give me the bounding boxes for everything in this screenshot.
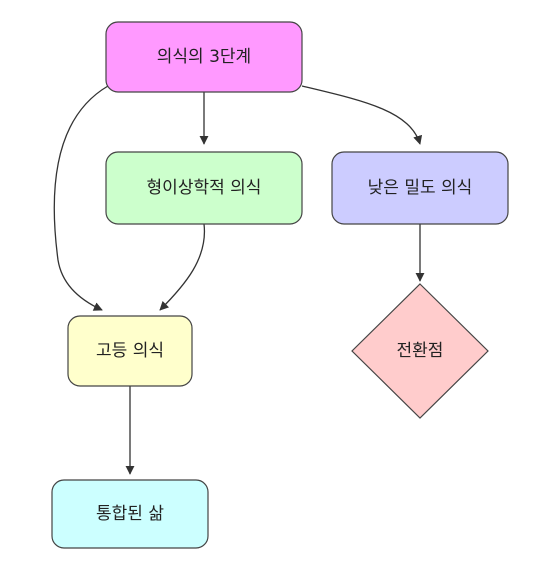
edge-root-to-higher xyxy=(53,85,109,311)
edge-metaphysical-to-higher xyxy=(159,223,206,311)
node-integrated-label: 통합된 삶 xyxy=(96,504,164,524)
node-higher-label: 고등 의식 xyxy=(96,341,164,361)
node-root-label: 의식의 3단계 xyxy=(157,47,251,67)
node-integrated-shape xyxy=(51,479,209,549)
node-integrated[interactable]: 통합된 삶 xyxy=(51,479,209,549)
node-lowdensity-shape xyxy=(331,151,509,225)
node-metaphysical-shape xyxy=(105,151,303,225)
edge-root-to-lowdensity xyxy=(301,85,423,145)
node-higher-shape xyxy=(67,315,193,387)
node-lowdensity[interactable]: 낮은 밀도 의식 xyxy=(331,151,509,225)
node-higher[interactable]: 고등 의식 xyxy=(67,315,193,387)
node-root[interactable]: 의식의 3단계 xyxy=(105,21,303,93)
node-turning-shape xyxy=(351,283,489,419)
node-metaphysical[interactable]: 형이상학적 의식 xyxy=(105,151,303,225)
node-turning[interactable]: 전환점 xyxy=(351,283,489,419)
node-root-shape xyxy=(105,21,303,93)
node-turning-label: 전환점 xyxy=(397,341,444,361)
edges xyxy=(53,85,425,475)
node-metaphysical-label: 형이상학적 의식 xyxy=(147,178,262,198)
node-lowdensity-label: 낮은 밀도 의식 xyxy=(368,178,473,198)
